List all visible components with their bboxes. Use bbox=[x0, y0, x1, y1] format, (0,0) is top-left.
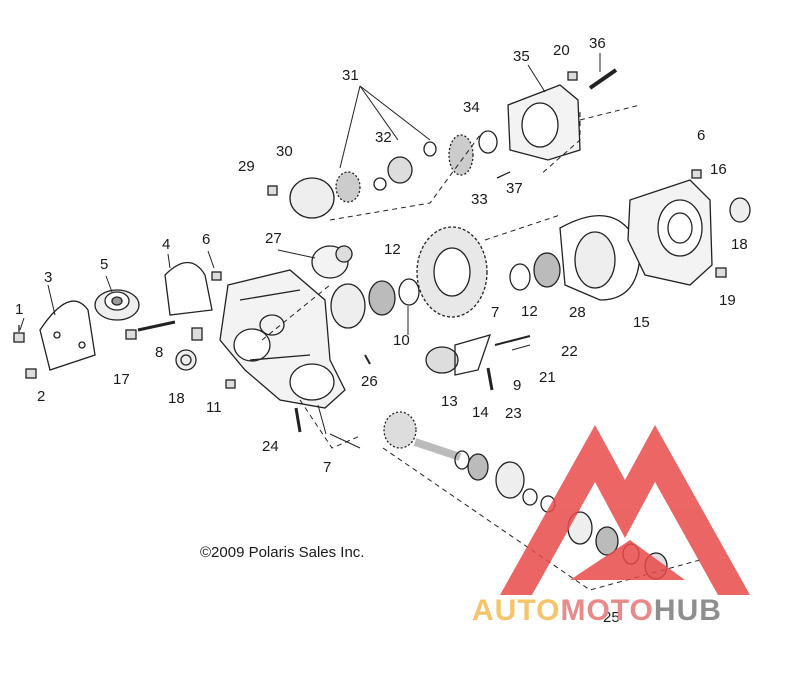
callout-13: 13 bbox=[441, 393, 458, 410]
callout-21: 21 bbox=[539, 369, 556, 386]
callout-6: 6 bbox=[202, 231, 211, 248]
callout-12: 12 bbox=[521, 303, 538, 320]
bearing-cap-part bbox=[94, 289, 140, 321]
callout-23: 23 bbox=[505, 405, 522, 422]
callout-20: 20 bbox=[553, 42, 570, 59]
automotohub-logo bbox=[500, 425, 750, 595]
callout-22: 22 bbox=[561, 343, 578, 360]
callout-17: 17 bbox=[113, 371, 130, 388]
callout-24: 24 bbox=[262, 438, 279, 455]
watermark-text-part: MOTO bbox=[560, 594, 654, 627]
callout-18: 18 bbox=[731, 236, 748, 253]
callout-4: 4 bbox=[162, 236, 171, 253]
callout-37: 37 bbox=[506, 180, 523, 197]
callout-7: 7 bbox=[323, 459, 332, 476]
callout-16: 16 bbox=[710, 161, 727, 178]
callout-34: 34 bbox=[463, 99, 480, 116]
callout-29: 29 bbox=[238, 158, 255, 175]
callout-19: 19 bbox=[719, 292, 736, 309]
bracket-part bbox=[39, 300, 96, 371]
callout-9: 9 bbox=[513, 377, 522, 394]
callout-36: 36 bbox=[589, 35, 606, 52]
callout-8: 8 bbox=[155, 344, 164, 361]
callout-1: 1 bbox=[15, 301, 24, 318]
callout-28: 28 bbox=[569, 304, 586, 321]
callout-15: 15 bbox=[633, 314, 650, 331]
callout-32: 32 bbox=[375, 129, 392, 146]
ring-gear-part bbox=[416, 226, 488, 318]
bearing-race-part bbox=[330, 278, 420, 329]
callout-25: 25 bbox=[603, 609, 620, 626]
callout-18: 18 bbox=[168, 390, 185, 407]
watermark-text-part: HUB bbox=[653, 594, 722, 627]
bearing-carrier-part bbox=[507, 84, 581, 161]
callout-12: 12 bbox=[384, 241, 401, 258]
actuator-part bbox=[311, 245, 353, 279]
watermark-text: AUTOMOTOHUB bbox=[472, 596, 722, 626]
callout-31: 31 bbox=[342, 67, 359, 84]
callout-30: 30 bbox=[276, 143, 293, 160]
callout-10: 10 bbox=[393, 332, 410, 349]
callout-27: 27 bbox=[265, 230, 282, 247]
watermark-text-part: AUTO bbox=[472, 594, 561, 627]
copyright-notice: ©2009 Polaris Sales Inc. bbox=[200, 544, 365, 561]
callout-2: 2 bbox=[37, 388, 46, 405]
bolt-part bbox=[13, 325, 25, 343]
bracket-part bbox=[164, 261, 213, 316]
callout-7: 7 bbox=[491, 304, 500, 321]
bolt-part bbox=[25, 368, 37, 379]
gearcase-housing-part bbox=[219, 269, 346, 409]
callout-3: 3 bbox=[44, 269, 53, 286]
callout-5: 5 bbox=[100, 256, 109, 273]
callout-6: 6 bbox=[697, 127, 706, 144]
housing-cover-part bbox=[627, 179, 713, 286]
callout-11: 11 bbox=[206, 399, 222, 416]
callout-33: 33 bbox=[471, 191, 488, 208]
callout-26: 26 bbox=[361, 373, 378, 390]
callout-35: 35 bbox=[513, 48, 530, 65]
callout-14: 14 bbox=[472, 404, 489, 421]
